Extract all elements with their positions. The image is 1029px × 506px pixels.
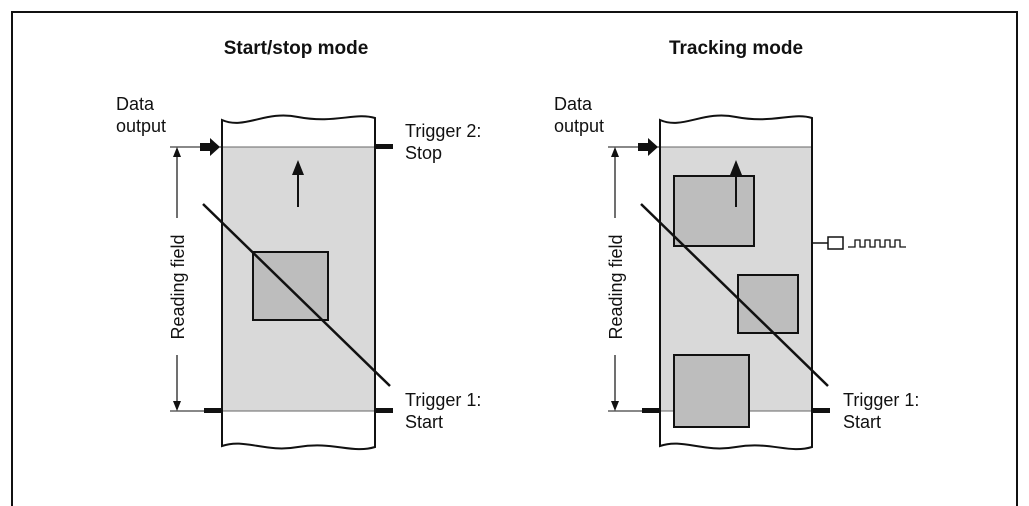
data-output-label-line1: Data — [554, 94, 593, 114]
conveyed-object-1 — [673, 175, 755, 247]
trigger1-label-line1: Trigger 1: — [843, 390, 919, 410]
panel-title: Start/stop mode — [224, 38, 369, 59]
trigger1-label-line2: Start — [405, 412, 443, 432]
trigger2-marker — [375, 144, 393, 149]
panel-title: Tracking mode — [669, 38, 803, 59]
reading-field-dim-arrow-up — [173, 147, 181, 157]
trigger1-marker-left — [204, 408, 222, 413]
data-output-label-line2: output — [554, 116, 604, 136]
figure-frame — [11, 11, 1018, 506]
data-output-label-line2: output — [116, 116, 166, 136]
panel-tracking: Tracking mode Data output Trigger 1: Sta… — [554, 38, 919, 451]
panel-start-stop: Start/stop mode Data output Trigger 2: S… — [116, 38, 481, 451]
reading-field-label: Reading field — [606, 234, 626, 339]
reading-field-dim-arrow-down — [173, 401, 181, 411]
reading-field-label: Reading field — [168, 234, 188, 339]
trigger1-marker-right — [812, 408, 830, 413]
incremental-encoder-pulse-icon — [812, 236, 906, 250]
reading-field-dim-arrow-up — [611, 147, 619, 157]
trigger1-label-line2: Start — [843, 412, 881, 432]
trigger2-label-line1: Trigger 2: — [405, 121, 481, 141]
trigger2-label-line2: Stop — [405, 143, 442, 163]
transport-direction-arrowhead — [730, 160, 742, 175]
conveyed-object — [252, 251, 329, 321]
scan-line — [640, 203, 829, 387]
trigger1-label-line1: Trigger 1: — [405, 390, 481, 410]
reading-field-dim-arrow-down — [611, 401, 619, 411]
transport-direction-arrowhead — [292, 160, 304, 175]
data-output-label-line1: Data — [116, 94, 155, 114]
trigger1-marker-left — [642, 408, 660, 413]
trigger1-marker-right — [375, 408, 393, 413]
conveyed-object-2 — [737, 274, 799, 334]
scan-line — [202, 203, 391, 387]
conveyed-object-3 — [673, 354, 750, 428]
